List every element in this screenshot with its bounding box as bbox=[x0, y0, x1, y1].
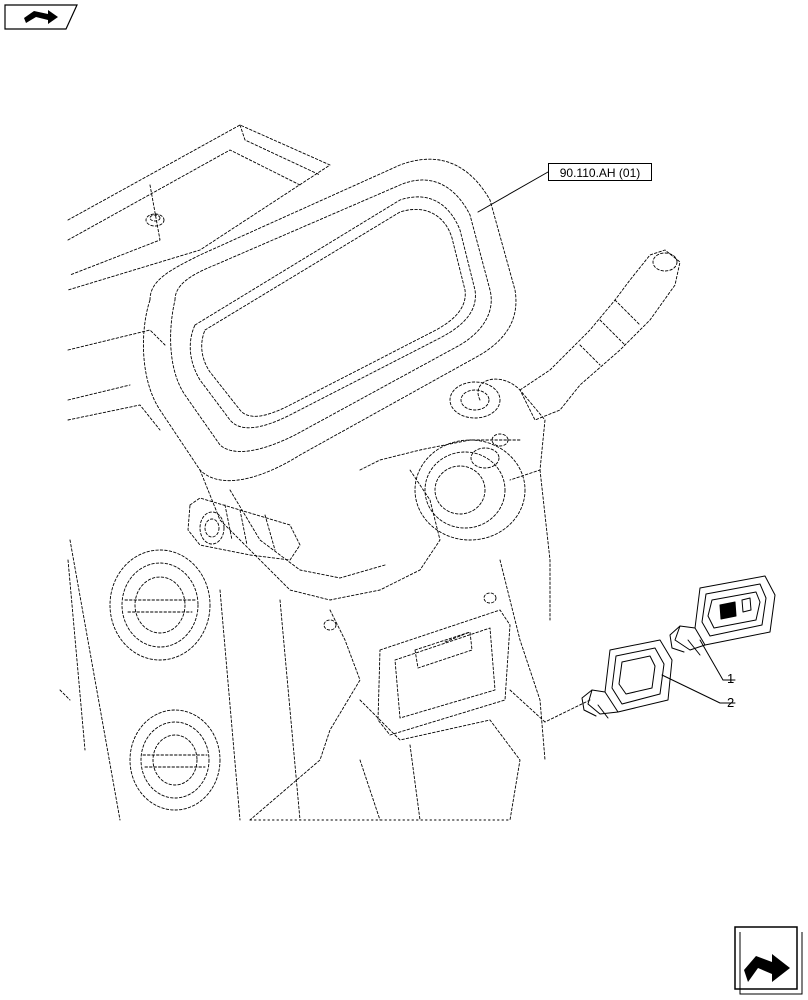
reference-label[interactable]: 90.110.AH (01) bbox=[548, 163, 652, 181]
arrow-right-icon bbox=[744, 954, 790, 982]
air-vent-lower bbox=[129, 709, 221, 811]
instrument-cluster bbox=[143, 158, 517, 482]
column-head bbox=[414, 378, 546, 541]
screw-top bbox=[145, 213, 165, 227]
callout-1: 1 bbox=[727, 671, 735, 686]
page-nav-badge-top[interactable] bbox=[4, 4, 78, 30]
center-switch-panel bbox=[323, 592, 511, 736]
page-nav-badge-bottom[interactable] bbox=[734, 926, 804, 996]
right-stalk bbox=[519, 249, 681, 421]
reference-leader bbox=[477, 171, 549, 213]
left-stalk bbox=[187, 497, 301, 561]
air-vent-upper bbox=[109, 549, 211, 661]
switch-2 bbox=[581, 639, 673, 719]
arrow-right-icon bbox=[24, 10, 58, 24]
switch-leader bbox=[509, 689, 591, 723]
dashboard-frame bbox=[59, 124, 551, 821]
switch-1 bbox=[669, 575, 776, 656]
callout-2: 2 bbox=[727, 695, 735, 710]
callout-leaders bbox=[661, 639, 736, 704]
steering-column-shroud bbox=[199, 439, 521, 601]
